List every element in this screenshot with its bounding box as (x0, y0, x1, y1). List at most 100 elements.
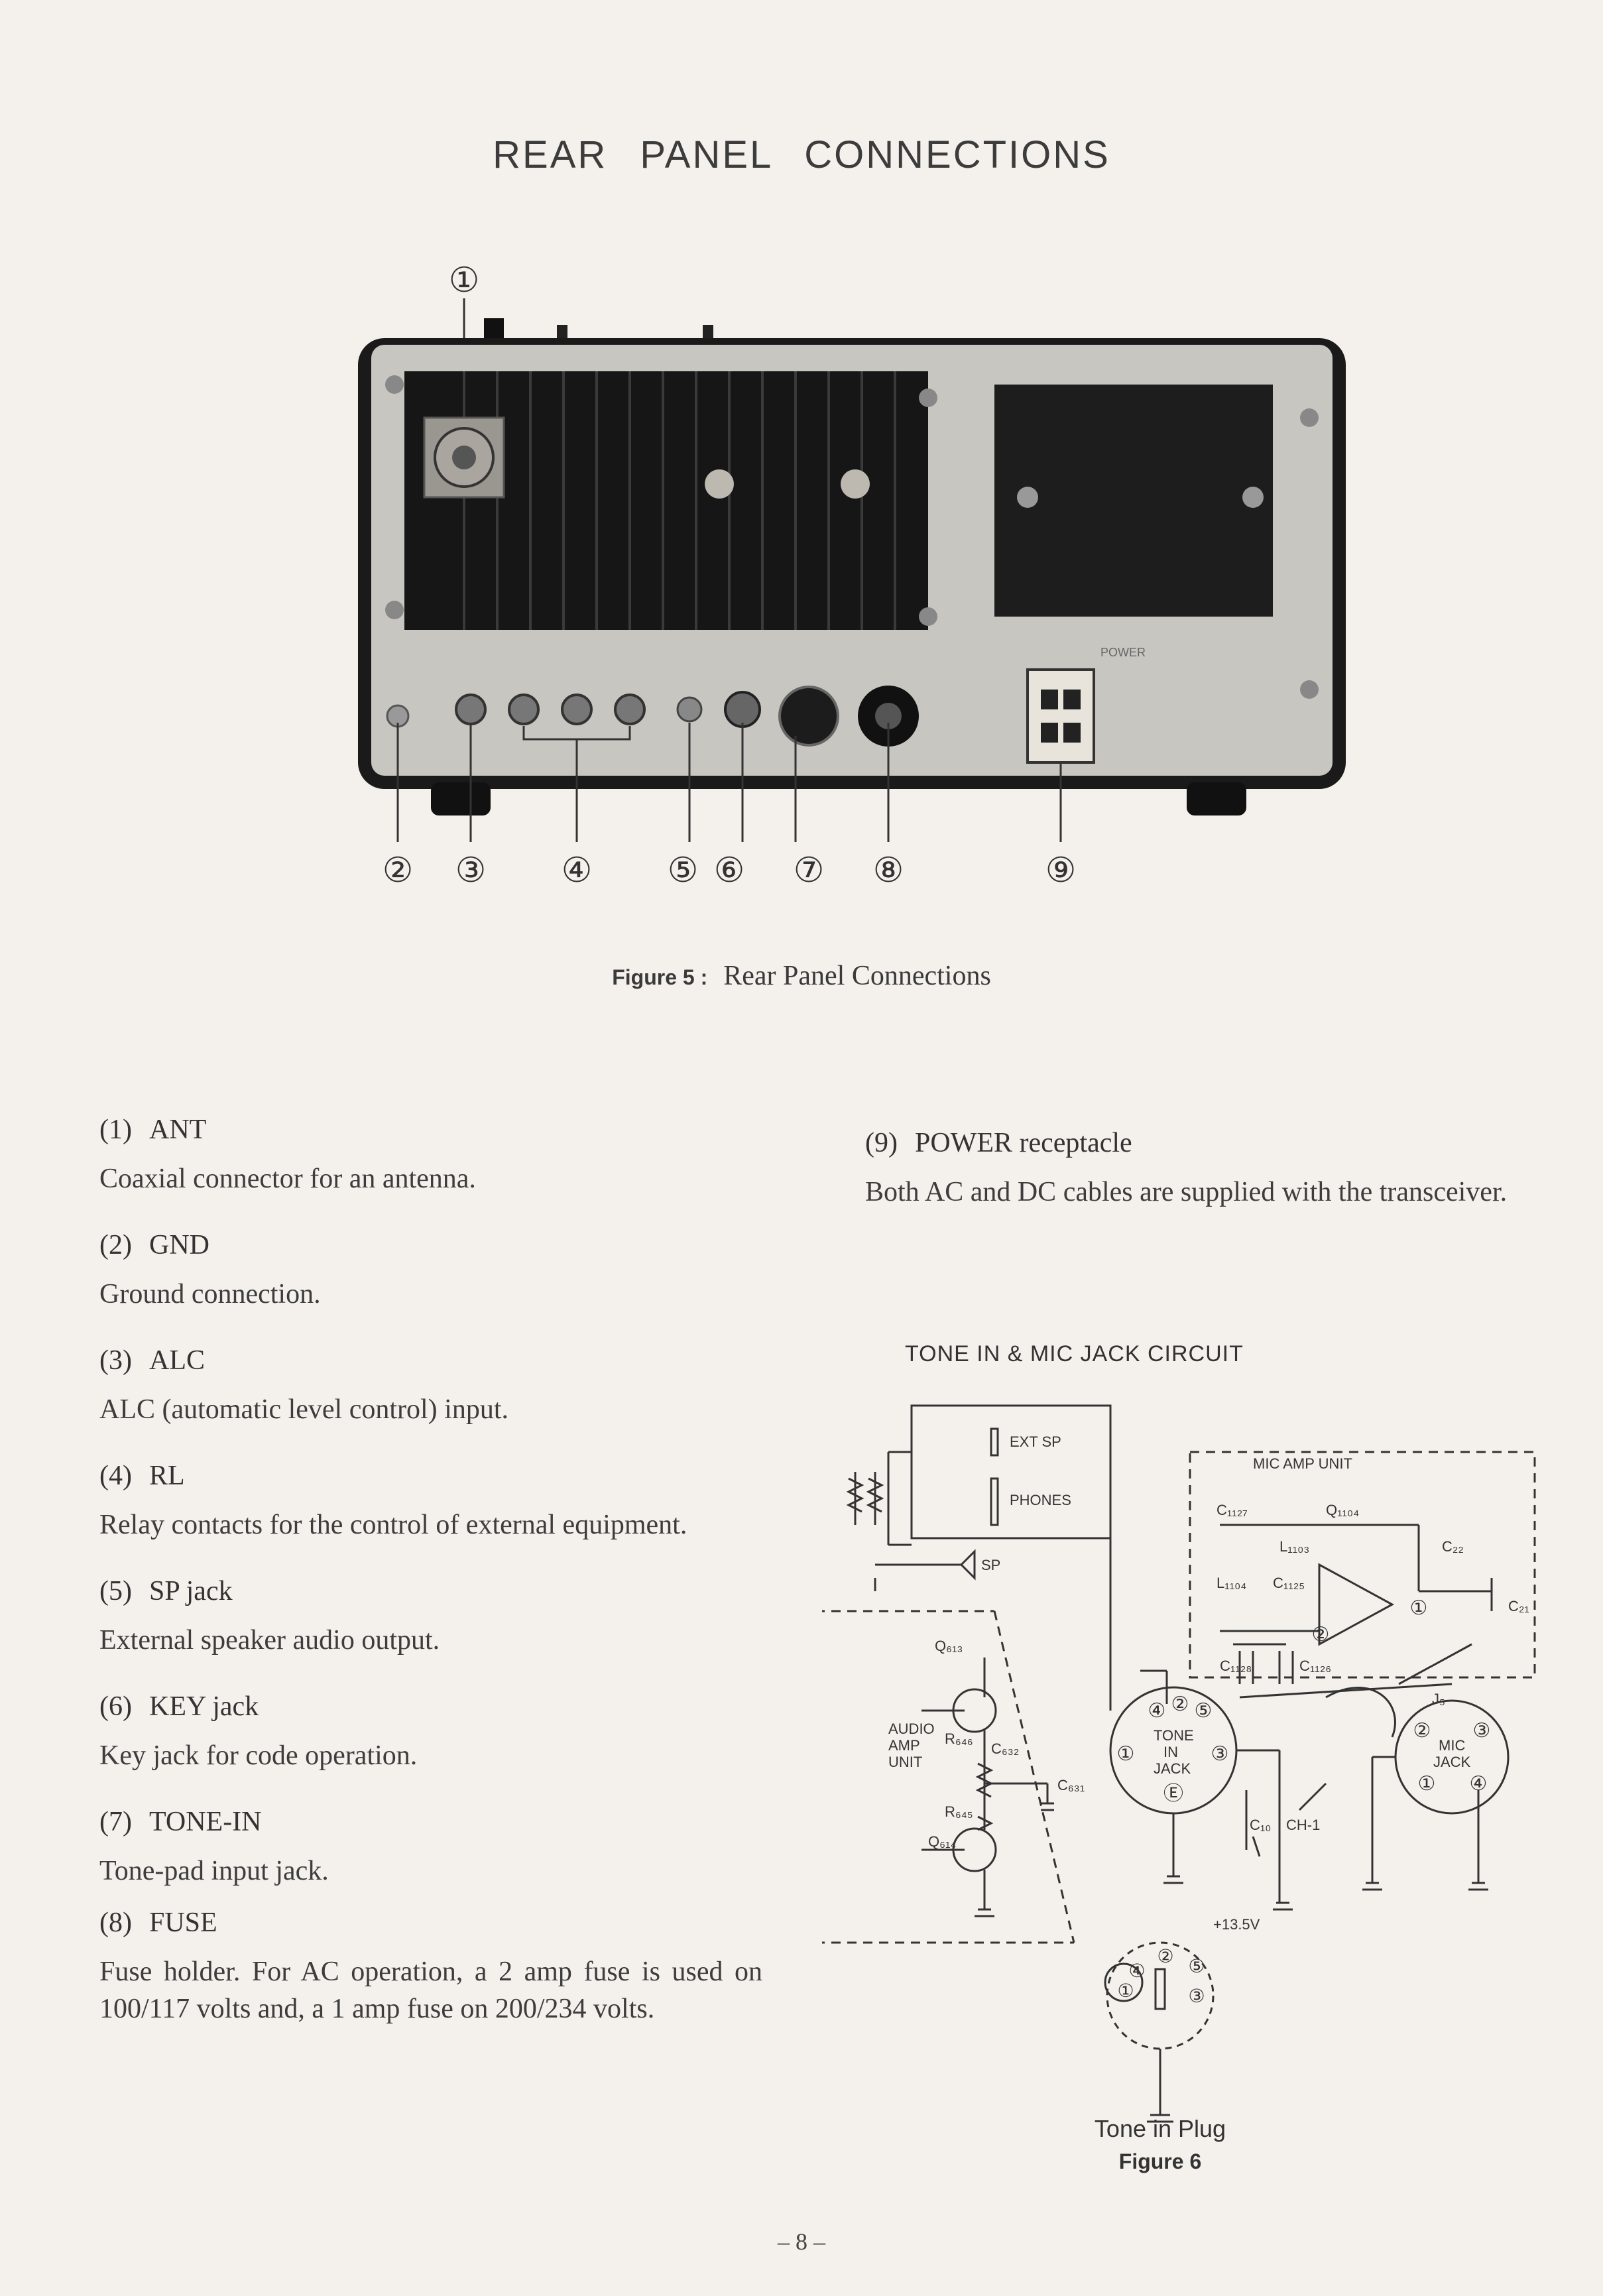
label-13-5v: +13.5V (1213, 1916, 1260, 1933)
tone-pin-5: ⑤ (1195, 1700, 1213, 1722)
label-ch1: CH-1 (1286, 1817, 1320, 1833)
item-number: (7) (99, 1807, 132, 1837)
item-title: KEY jack (148, 1691, 259, 1722)
label-l1104: L₁₁₀₄ (1217, 1575, 1246, 1591)
label-c1128: C₁₁₂₈ (1220, 1658, 1252, 1674)
label-sp: SP (981, 1557, 1000, 1573)
item-description: Relay contacts for the control of extern… (99, 1510, 687, 1540)
label-ext-sp: EXT SP (1010, 1433, 1061, 1450)
item-title: TONE-IN (148, 1807, 262, 1837)
callout-9: ⑨ (1045, 851, 1077, 890)
mic-pin-2: ② (1413, 1720, 1431, 1742)
label-r645: R₆₄₅ (945, 1803, 973, 1820)
list-item-gnd: (2) GND Ground connection. (99, 1229, 762, 1313)
amp-pin-1: ① (1410, 1597, 1428, 1619)
mic-pin-4: ④ (1470, 1773, 1488, 1795)
label-c22: C₂₂ (1442, 1538, 1464, 1555)
label-q613: Q₆₁₃ (935, 1638, 963, 1654)
tone-pin-1: ① (1117, 1743, 1135, 1765)
item-number: (2) (99, 1230, 132, 1260)
item-number: (9) (865, 1128, 898, 1158)
label-jack: JACK (1154, 1760, 1191, 1777)
plug-pin-3: ③ (1188, 1986, 1205, 2006)
list-item-fuse: (8)FUSE Fuse holder. For AC operation, a… (99, 1907, 762, 2027)
label-j5: J₅ (1432, 1691, 1445, 1707)
label-mic: MIC (1439, 1737, 1465, 1754)
callout-8: ⑧ (873, 851, 904, 890)
label-mic-jack: JACK (1433, 1754, 1471, 1770)
item-description: Key jack for code operation. (99, 1740, 418, 1771)
label-phones: PHONES (1010, 1492, 1071, 1508)
item-number: (6) (99, 1691, 132, 1722)
label-r646: R₆₄₆ (945, 1730, 973, 1747)
label-amp: AMP (888, 1737, 920, 1754)
list-item-ant: (1) ANT Coaxial connector for an antenna. (99, 1114, 762, 1197)
figure-5-label: Figure 5 : (612, 965, 708, 989)
figure-5-caption: Figure 5 : Rear Panel Connections (0, 960, 1603, 992)
tone-in-plug-illustration: ④ ② ⑤ ① ③ (1104, 1941, 1215, 2123)
tone-in-mic-jack-circuit: EXT SP PHONES SP MIC AMP UNIT C₁₁₂₇ Q₁₁₀… (815, 1392, 1545, 2055)
item-title: ANT (148, 1115, 207, 1145)
item-title: RL (148, 1461, 185, 1491)
page-number: – 8 – (778, 2228, 825, 2255)
plug-pin-4: ④ (1128, 1961, 1145, 1981)
list-item-sp-jack: (5)SP jack External speaker audio output… (99, 1575, 762, 1659)
item-number: (5) (99, 1576, 132, 1606)
tone-pin-2: ② (1171, 1693, 1189, 1715)
callout-4: ④ (562, 851, 593, 890)
plug-pin-2: ② (1157, 1946, 1173, 1966)
item-description: Ground connection. (99, 1279, 321, 1309)
label-c1125: C₁₁₂₅ (1273, 1575, 1305, 1591)
list-item-tone-in: (7) TONE-IN Tone-pad input jack. (99, 1806, 762, 1890)
tone-in-plug-figure: ④ ② ⑤ ① ③ (1074, 1936, 1260, 2135)
label-mic-amp-unit: MIC AMP UNIT (1253, 1455, 1352, 1472)
connections-list-right: (9) POWER receptacle Both AC and DC cable… (865, 1127, 1528, 1242)
rear-panel-illustration: ① POWER (358, 261, 1346, 890)
figure-6-caption: Tone in Plug (1094, 2115, 1226, 2142)
label-c632: C₆₃₂ (991, 1740, 1019, 1757)
tone-pin-3: ③ (1211, 1743, 1229, 1765)
item-title: POWER receptacle (914, 1128, 1132, 1158)
plug-pin-5: ⑤ (1188, 1956, 1205, 1976)
tone-pin-e: Ⓔ (1163, 1783, 1183, 1805)
callout-1: ① (449, 261, 480, 300)
item-description: Coaxial connector for an antenna. (99, 1164, 476, 1194)
list-item-rl: (4) RL Relay contacts for the control of … (99, 1460, 762, 1543)
label-c1126: C₁₁₂₆ (1299, 1658, 1331, 1674)
item-description: Both AC and DC cables are supplied with … (865, 1177, 1508, 1207)
list-item-key-jack: (6) KEY jack Key jack for code operation. (99, 1691, 762, 1774)
item-number: (4) (99, 1461, 132, 1491)
figure-6-label: Figure 6 (1118, 2149, 1202, 2173)
label-q614: Q₆₁₄ (928, 1833, 956, 1850)
mic-pin-3: ③ (1473, 1720, 1491, 1742)
callout-7: ⑦ (794, 851, 825, 890)
figure-5-caption-text: Rear Panel Connections (723, 961, 991, 991)
item-title: ALC (148, 1345, 205, 1376)
tone-pin-4: ④ (1148, 1700, 1166, 1722)
mic-pin-1: ① (1418, 1773, 1436, 1795)
label-c1127: C₁₁₂₇ (1217, 1502, 1248, 1518)
rear-panel-photo: ① POWER (345, 259, 1359, 895)
item-description: Tone-pad input jack. (99, 1856, 329, 1886)
label-c10: C₁₀ (1250, 1817, 1271, 1833)
label-tone: TONE (1154, 1727, 1194, 1744)
connections-list-left: (1) ANT Coaxial connector for an antenna.… (99, 1114, 762, 2059)
item-title: FUSE (148, 1907, 217, 1938)
item-description: ALC (automatic level control) input. (99, 1394, 508, 1425)
label-c631: C₆₃₁ (1057, 1777, 1085, 1793)
list-item-alc: (3) ALC ALC (automatic level control) inp… (99, 1345, 762, 1428)
label-q1104: Q₁₁₀₄ (1326, 1502, 1359, 1518)
callout-5: ⑤ (668, 851, 699, 890)
circuit-diagram: EXT SP PHONES SP MIC AMP UNIT C₁₁₂₇ Q₁₁₀… (815, 1404, 1536, 1944)
page-title: REAR PANEL CONNECTIONS (493, 133, 1110, 176)
circuit-title: TONE IN & MIC JACK CIRCUIT (905, 1341, 1244, 1366)
item-description: Fuse holder. For AC operation, a 2 amp f… (99, 1957, 762, 2024)
callout-2: ② (383, 851, 414, 890)
item-number: (1) (99, 1115, 132, 1145)
list-item-power-receptacle: (9) POWER receptacle Both AC and DC cable… (865, 1127, 1528, 1211)
item-title: GND (148, 1230, 209, 1260)
callout-6: ⑥ (714, 851, 745, 890)
item-number: (3) (99, 1345, 132, 1376)
label-unit: UNIT (888, 1754, 922, 1770)
item-description: External speaker audio output. (99, 1625, 440, 1656)
